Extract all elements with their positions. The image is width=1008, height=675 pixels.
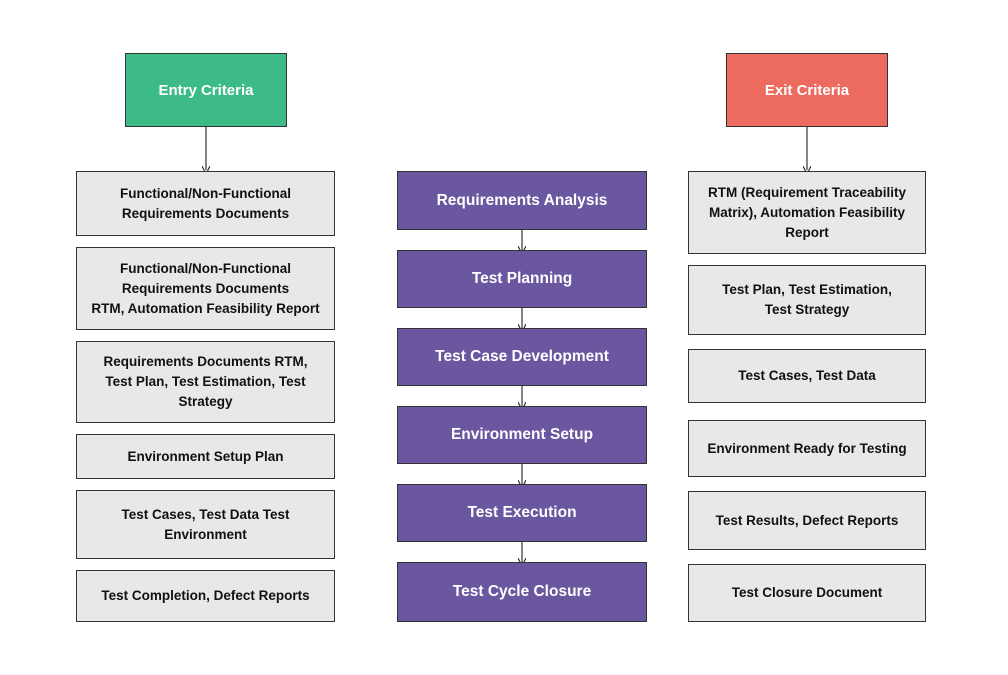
entry-criteria-header: Entry Criteria — [125, 53, 287, 127]
exit-item-test-results: Test Results, Defect Reports — [688, 491, 926, 550]
phase-test-case-development: Test Case Development — [397, 328, 647, 386]
entry-item-test-completion: Test Completion, Defect Reports — [76, 570, 335, 622]
phase-environment-setup: Environment Setup — [397, 406, 647, 464]
phase-test-cycle-closure: Test Cycle Closure — [397, 562, 647, 622]
exit-item-rtm-feasibility: RTM (Requirement Traceability Matrix), A… — [688, 171, 926, 254]
exit-item-environment-ready: Environment Ready for Testing — [688, 420, 926, 477]
entry-item-requirements-docs: Functional/Non-Functional Requirements D… — [76, 171, 335, 236]
exit-item-test-closure-document: Test Closure Document — [688, 564, 926, 622]
entry-item-test-plan-inputs: Requirements Documents RTM, Test Plan, T… — [76, 341, 335, 423]
exit-criteria-header: Exit Criteria — [726, 53, 888, 127]
phase-test-planning: Test Planning — [397, 250, 647, 308]
exit-item-test-plan-strategy: Test Plan, Test Estimation, Test Strateg… — [688, 265, 926, 335]
entry-item-test-cases-environment: Test Cases, Test Data Test Environment — [76, 490, 335, 559]
phase-requirements-analysis: Requirements Analysis — [397, 171, 647, 230]
entry-item-environment-setup-plan: Environment Setup Plan — [76, 434, 335, 479]
phase-test-execution: Test Execution — [397, 484, 647, 542]
exit-item-test-cases-data: Test Cases, Test Data — [688, 349, 926, 403]
entry-item-requirements-rtm: Functional/Non-Functional Requirements D… — [76, 247, 335, 330]
